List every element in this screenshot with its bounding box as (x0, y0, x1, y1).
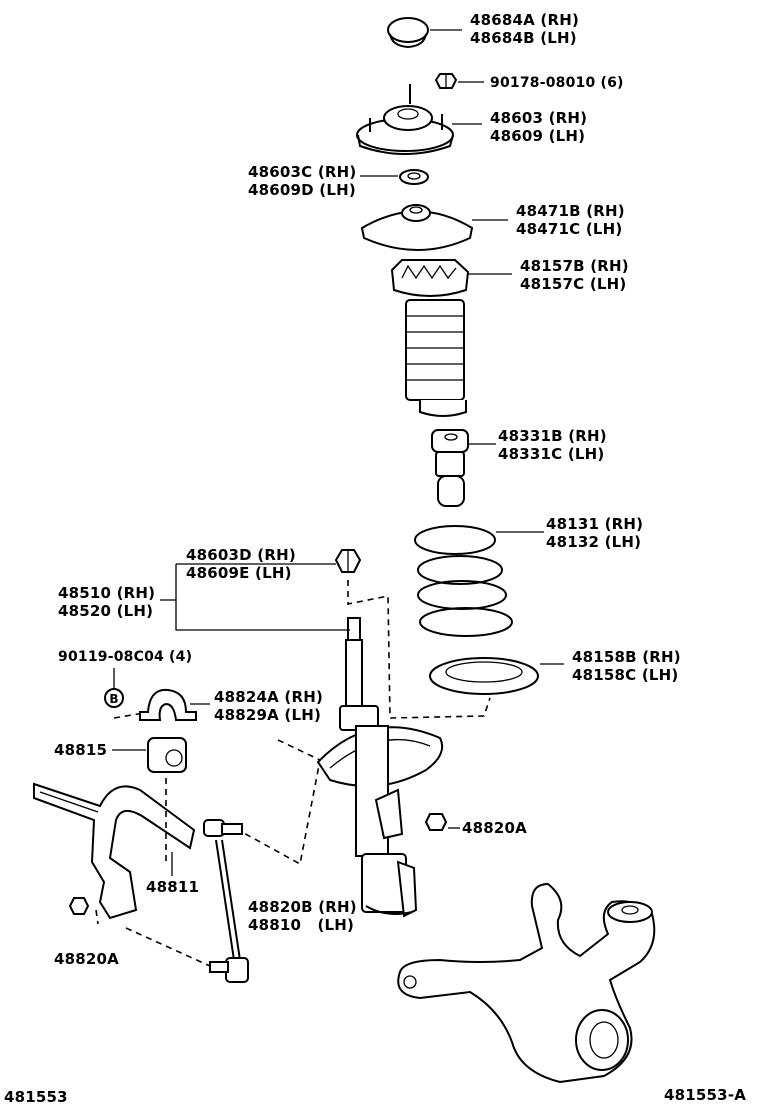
label-dust-boot: 48157B (RH) 48157C (LH) (520, 257, 629, 293)
bump-stopper-drawing (431, 429, 469, 507)
leader-lines (112, 29, 564, 876)
label-mount-nut: 90178-08010 (6) (490, 75, 624, 91)
label-shock-absorber: 48510 (RH) 48520 (LH) (58, 584, 156, 620)
b-marker-text: B (109, 692, 118, 706)
label-bushing: 48815 (54, 741, 108, 759)
label-bracket: 48824A (RH) 48829A (LH) (214, 688, 324, 724)
label-bolt-b: 90119-08C04 (4) (58, 649, 193, 665)
footer-left-code: 481553 (4, 1088, 68, 1106)
footer-right-code: 481553-A (664, 1086, 747, 1104)
label-bump-stopper: 48331B (RH) 48331C (LH) (498, 427, 607, 463)
label-support-mount: 48603 (RH) 48609 (LH) (490, 109, 588, 145)
label-stab-link: 48820B (RH) 48810 (LH) (248, 898, 357, 934)
label-cap-cover: 48684A (RH) 48684B (LH) (470, 11, 580, 47)
label-bearing: 48603C (RH) 48609D (LH) (248, 163, 357, 199)
mount-nut-drawing (434, 73, 458, 89)
bearing-drawing (399, 169, 429, 185)
bushing-drawing (147, 737, 187, 773)
upper-seat-drawing (360, 204, 474, 251)
shock-absorber-drawing (316, 617, 444, 918)
right-link-nut-drawing (424, 813, 448, 831)
dust-boot-drawing (390, 259, 470, 417)
b-marker-icon (104, 688, 124, 708)
label-stabilizer-bar: 48811 (146, 878, 200, 896)
label-lower-insulator: 48158B (RH) 48158C (LH) (572, 648, 681, 684)
support-mount-drawing (356, 84, 454, 155)
left-link-nut-drawing (68, 897, 90, 915)
label-coil-spring: 48131 (RH) 48132 (LH) (546, 515, 644, 551)
steering-knuckle-drawing (397, 882, 656, 1084)
strut-nut-drawing (334, 549, 362, 573)
guide-lines (95, 580, 491, 967)
label-strut-nut: 48603D (RH) 48609E (LH) (186, 546, 296, 582)
coil-spring-drawing (414, 525, 513, 637)
label-left-link-nut: 48820A (54, 950, 119, 968)
stabilizer-bar-drawing (33, 782, 196, 920)
cap-cover-drawing (387, 17, 429, 49)
lower-insulator-drawing (429, 657, 539, 695)
label-upper-seat: 48471B (RH) 48471C (LH) (516, 202, 625, 238)
stab-link-drawing (203, 819, 249, 983)
bracket-drawing (139, 688, 197, 721)
label-right-link-nut: 48820A (462, 819, 527, 837)
